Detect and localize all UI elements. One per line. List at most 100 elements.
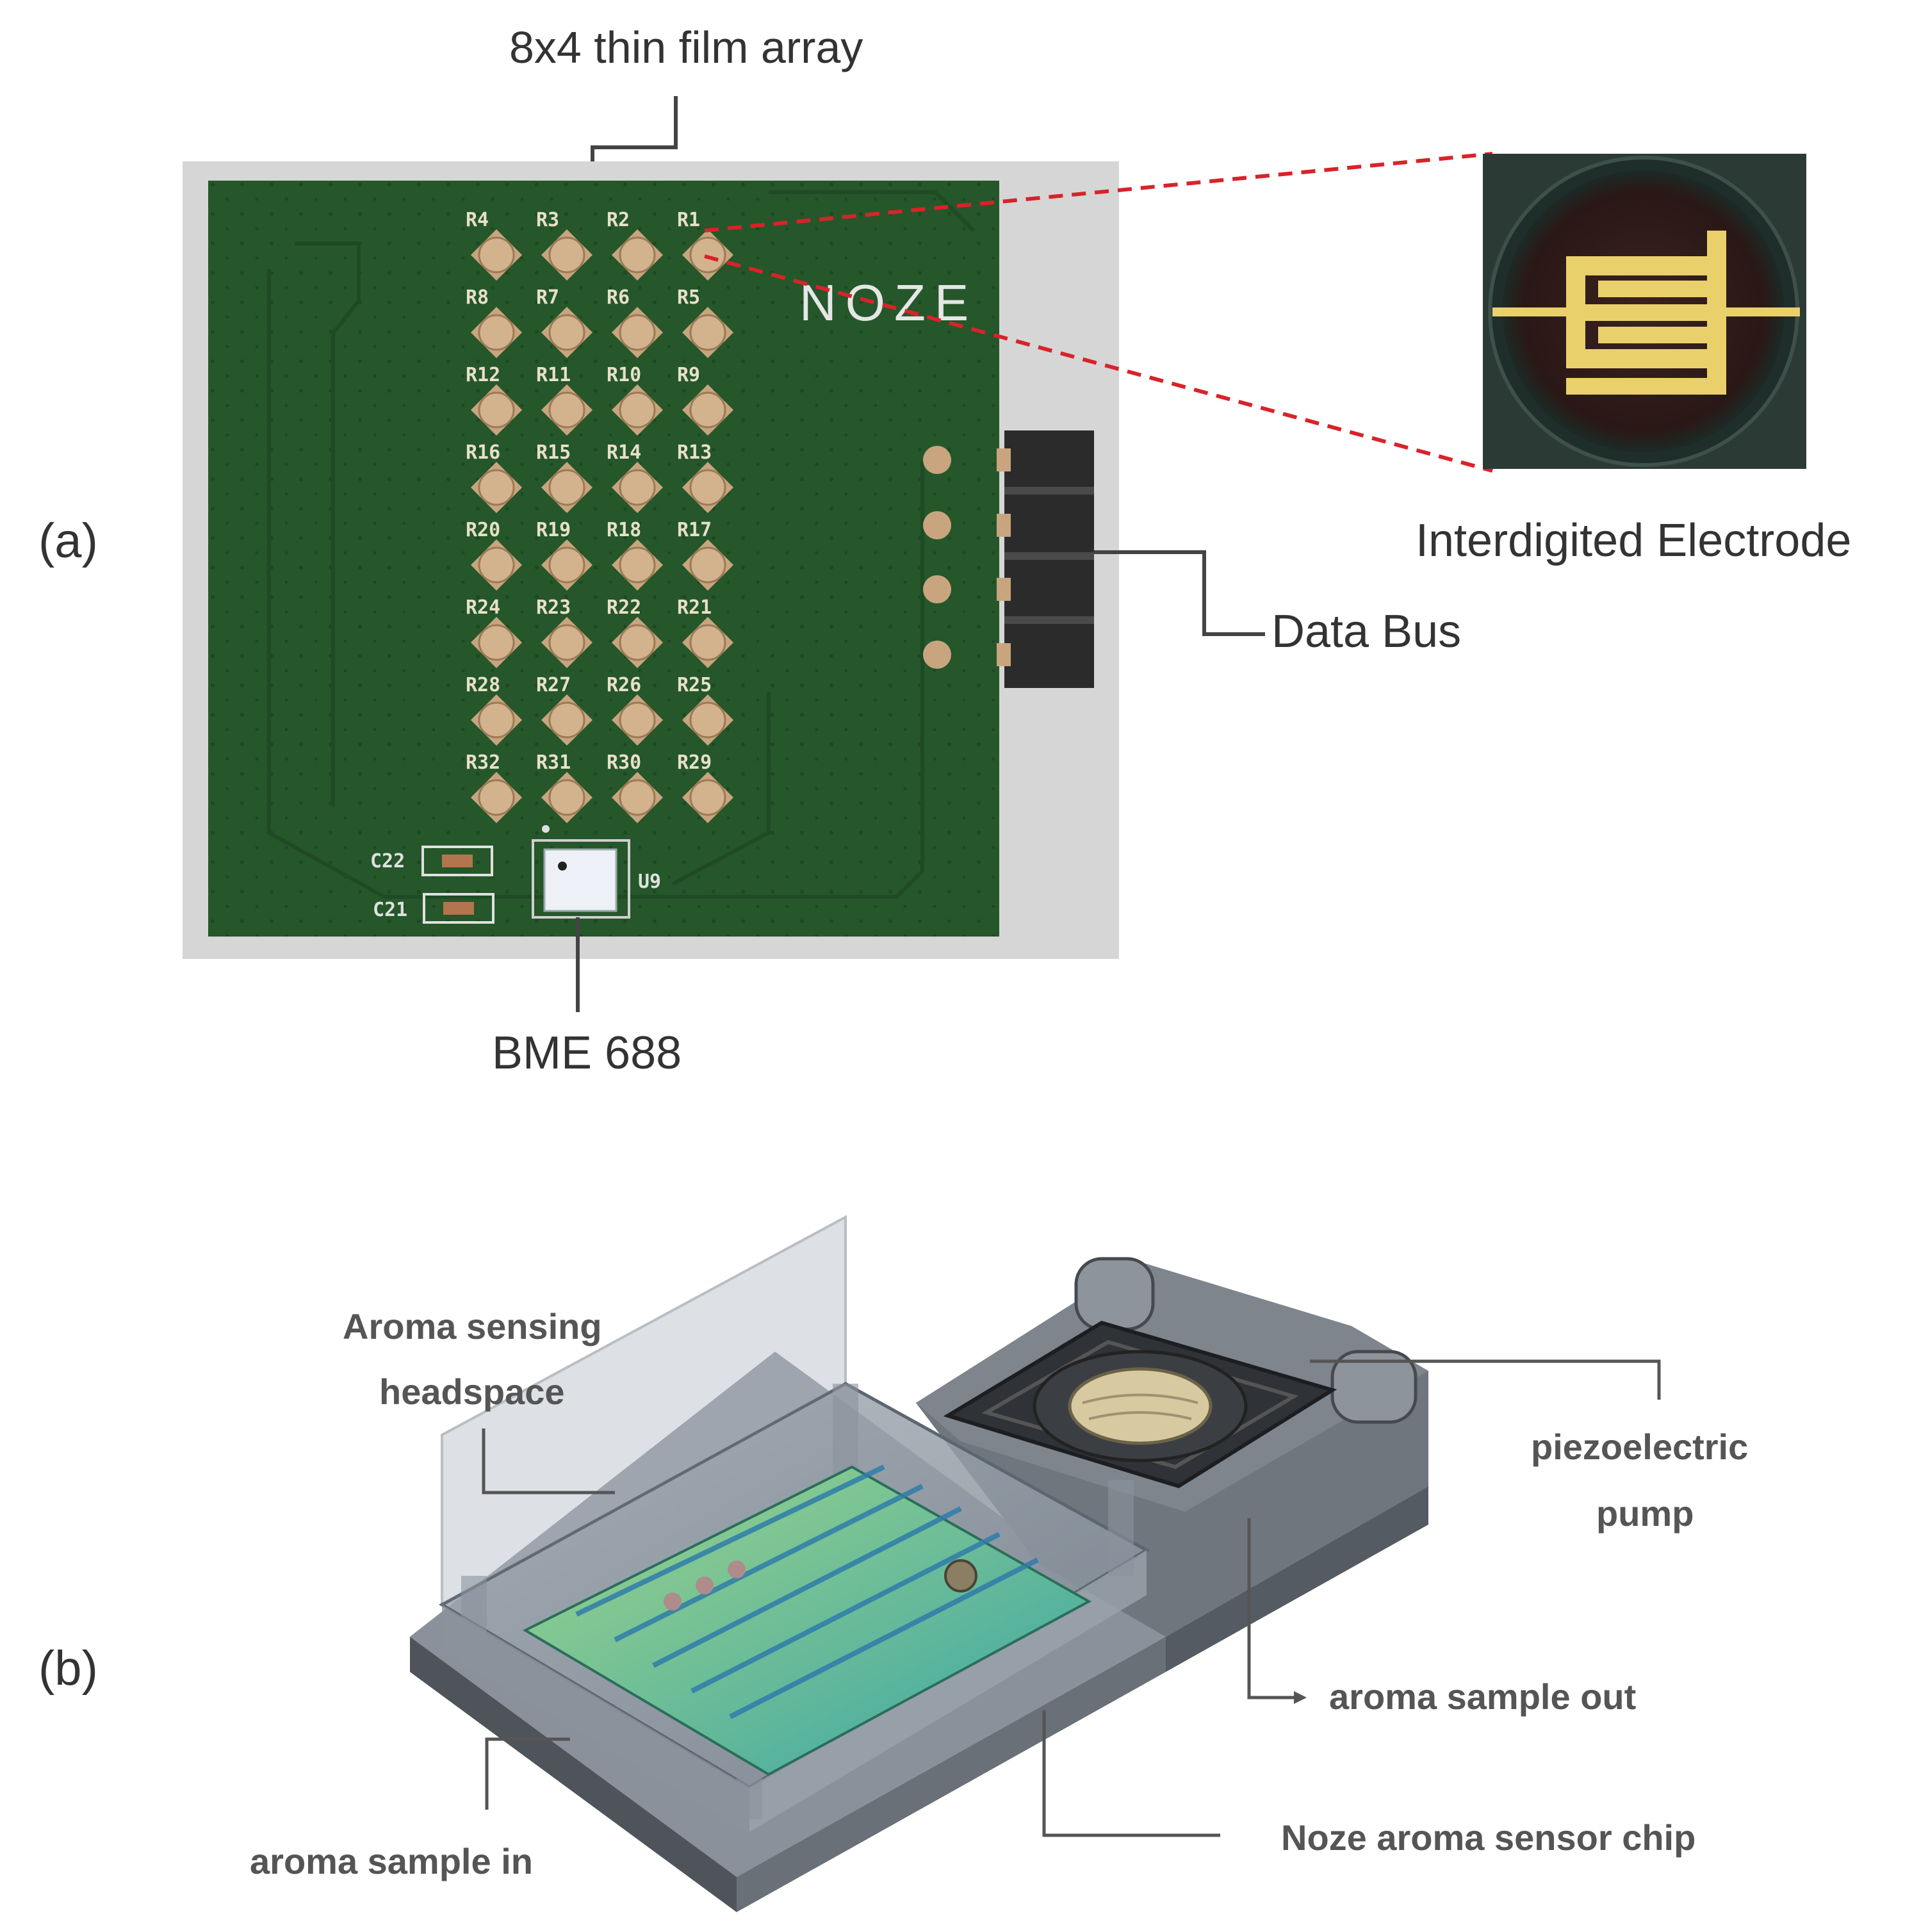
- sensor-pad: [612, 617, 663, 668]
- sensor-pad-label: R13: [677, 441, 712, 464]
- sensor-pad-label: R10: [607, 364, 641, 386]
- sensor-pad: [541, 462, 592, 513]
- sensor-pad-label: R11: [536, 364, 571, 386]
- sensor-pad: [682, 772, 733, 823]
- sensor-pad: [682, 462, 733, 513]
- capacitor-c22: C22: [370, 846, 493, 876]
- bme688-label: BME 688: [492, 1027, 682, 1079]
- sample-in-label: aroma sample in: [250, 1841, 533, 1881]
- array-label: 8x4 thin film array: [509, 22, 863, 72]
- chip-ref-label: U9: [638, 871, 661, 893]
- chip-leader: [1042, 1710, 1220, 1837]
- pump-leader: [1310, 1359, 1661, 1400]
- piezoelectric-pump: [943, 1320, 1337, 1489]
- panel-b: (b): [38, 1215, 1748, 1912]
- sensor-pad-label: R26: [607, 674, 641, 696]
- sensor-pad: [612, 462, 663, 513]
- sensor-pad-label: R28: [466, 674, 500, 696]
- sensor-pad: [541, 694, 592, 746]
- sensor-pad: [471, 307, 522, 358]
- pump-label-line1: piezoelectric: [1531, 1427, 1748, 1467]
- chip-label: Noze aroma sensor chip: [1281, 1817, 1695, 1858]
- bus-pads: [923, 446, 1011, 669]
- sensor-pad-label: R1: [677, 209, 700, 231]
- sensor-pad-label: R7: [536, 286, 559, 309]
- sensor-pad: [682, 694, 733, 746]
- sensor-pad-label: R22: [607, 596, 641, 619]
- sensor-pad-label: R25: [677, 674, 712, 696]
- sensor-pad: [541, 539, 592, 591]
- sensor-pad: [471, 462, 522, 513]
- sensor-pad-label: R14: [607, 441, 641, 464]
- data-bus-connector: [1004, 430, 1094, 688]
- sensor-pad-label: R21: [677, 596, 712, 619]
- sensor-pad: [541, 384, 592, 436]
- headspace-label-line1: Aroma sensing: [343, 1306, 602, 1347]
- sensor-pad-label: R29: [677, 751, 712, 774]
- electrode-inset: [1483, 154, 1806, 469]
- sensor-pad-label: R9: [677, 364, 700, 386]
- panel-a-tag: (a): [38, 514, 98, 568]
- sensor-pad-label: R4: [466, 209, 489, 231]
- sample-out-leader: [1247, 1518, 1294, 1699]
- sample-in-leader: [485, 1737, 570, 1810]
- sensor-pad-label: R32: [466, 751, 500, 774]
- bme688-chip: U9: [532, 825, 661, 919]
- sensor-pad: [612, 694, 663, 746]
- sensor-pad-label: R31: [536, 751, 571, 774]
- sensor-pad: [471, 384, 522, 436]
- sensor-pad-label: R12: [466, 364, 500, 386]
- sensor-pad: [682, 539, 733, 591]
- sensor-pad-label: R27: [536, 674, 571, 696]
- sensor-pad: [612, 229, 663, 281]
- sensor-pad: [682, 229, 733, 281]
- sensor-pad: [541, 307, 592, 358]
- sensor-pad-label: R5: [677, 286, 700, 309]
- data-bus-label: Data Bus: [1271, 606, 1461, 657]
- sensor-pad: [471, 539, 522, 591]
- noze-brand: NOZE: [799, 274, 977, 331]
- sensor-pad-label: R8: [466, 286, 489, 309]
- sensor-pad: [682, 617, 733, 668]
- capacitor-c21-label: C21: [373, 899, 407, 921]
- capacitor-c22-label: C22: [370, 850, 405, 872]
- sensor-pad: [541, 772, 592, 823]
- sensor-pad-label: R30: [607, 751, 641, 774]
- sensor-pad: [541, 617, 592, 668]
- pump-label-line2: pump: [1596, 1493, 1694, 1534]
- sensor-pad-label: R17: [677, 519, 712, 541]
- sensor-pad-label: R2: [607, 209, 630, 231]
- sensor-pad-label: R24: [466, 596, 500, 619]
- sensor-pad-label: R19: [536, 519, 571, 541]
- sensor-pad: [471, 694, 522, 746]
- sensor-pad: [541, 229, 592, 281]
- headspace-label-line2: headspace: [379, 1371, 565, 1412]
- interdigitated-fingers: [1492, 231, 1800, 395]
- sensor-pad: [612, 539, 663, 591]
- sensor-pad: [612, 384, 663, 436]
- sensor-pad: [471, 772, 522, 823]
- sensor-pad: [682, 307, 733, 358]
- noze-sensor-chip: [522, 1464, 1092, 1776]
- sensor-pad-label: R18: [607, 519, 641, 541]
- sensor-pad: [682, 384, 733, 436]
- sensor-pad-label: R15: [536, 441, 571, 464]
- sensor-pad: [612, 772, 663, 823]
- sample-out-label: aroma sample out: [1329, 1676, 1636, 1717]
- leaders-b: [482, 1359, 1661, 1837]
- electrode-label: Interdigited Electrode: [1416, 515, 1851, 566]
- array-bracket: [591, 96, 678, 165]
- sensor-pad-label: R16: [466, 441, 500, 464]
- sensor-pad: [471, 617, 522, 668]
- sensor-pad-label: R3: [536, 209, 559, 231]
- sensor-pad: [471, 229, 522, 281]
- sensor-pad-label: R23: [536, 596, 571, 619]
- data-bus-leader: [1094, 550, 1265, 636]
- sensor-pad: [612, 307, 663, 358]
- headspace-leader: [482, 1429, 615, 1494]
- sensor-pad-label: R20: [466, 519, 500, 541]
- capacitor-c21: C21: [373, 893, 494, 924]
